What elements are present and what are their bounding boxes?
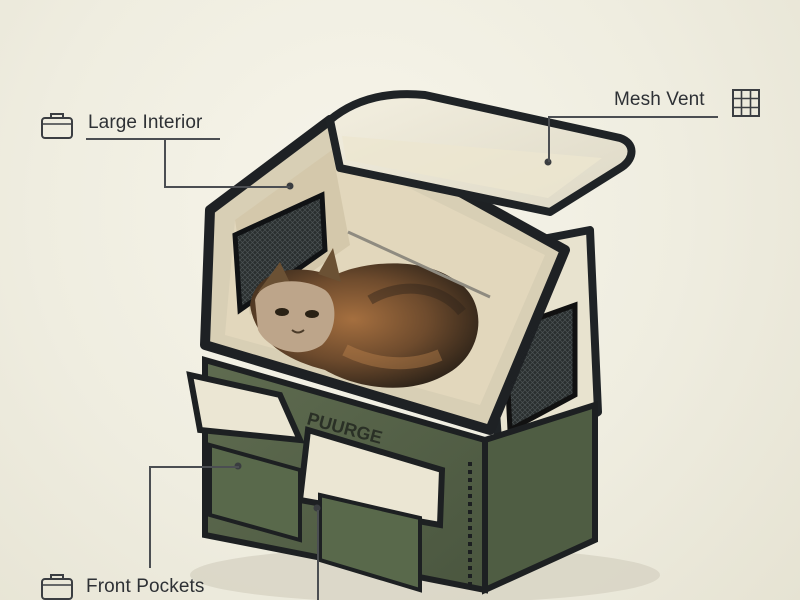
mesh-vent-underline <box>548 116 718 118</box>
large-interior-connector-horizontal <box>164 186 290 188</box>
mesh-vent-connector-vertical <box>548 116 550 162</box>
cat-figure <box>250 248 479 388</box>
carrier-right-green <box>482 400 598 595</box>
carrier-bag-icon <box>41 113 73 139</box>
left-mesh-window <box>232 191 328 315</box>
large-interior-label: Large Interior <box>88 112 203 133</box>
carrier-bag-icon <box>41 574 73 600</box>
large-interior-connector-vertical <box>164 138 166 187</box>
front-pockets-label: Front Pockets <box>86 576 205 597</box>
callout-dot-interior <box>286 182 294 190</box>
front-lower-pocket-left <box>208 442 302 543</box>
zipper-line-top <box>347 230 491 299</box>
callout-dot-vent <box>544 158 552 166</box>
grid-icon <box>732 89 760 117</box>
front-pockets-connector-horizontal <box>149 466 239 468</box>
front-pockets-connector-vertical <box>149 468 151 568</box>
front-lower-pocket-right <box>318 492 422 593</box>
callout-dot-pockets-2 <box>313 504 321 512</box>
mesh-vent-label: Mesh Vent <box>614 89 705 110</box>
large-interior-underline <box>86 138 220 140</box>
front-pockets-connector-secondary <box>317 510 319 600</box>
front-pocket-left <box>186 371 305 444</box>
top-flap-inner <box>342 136 602 198</box>
